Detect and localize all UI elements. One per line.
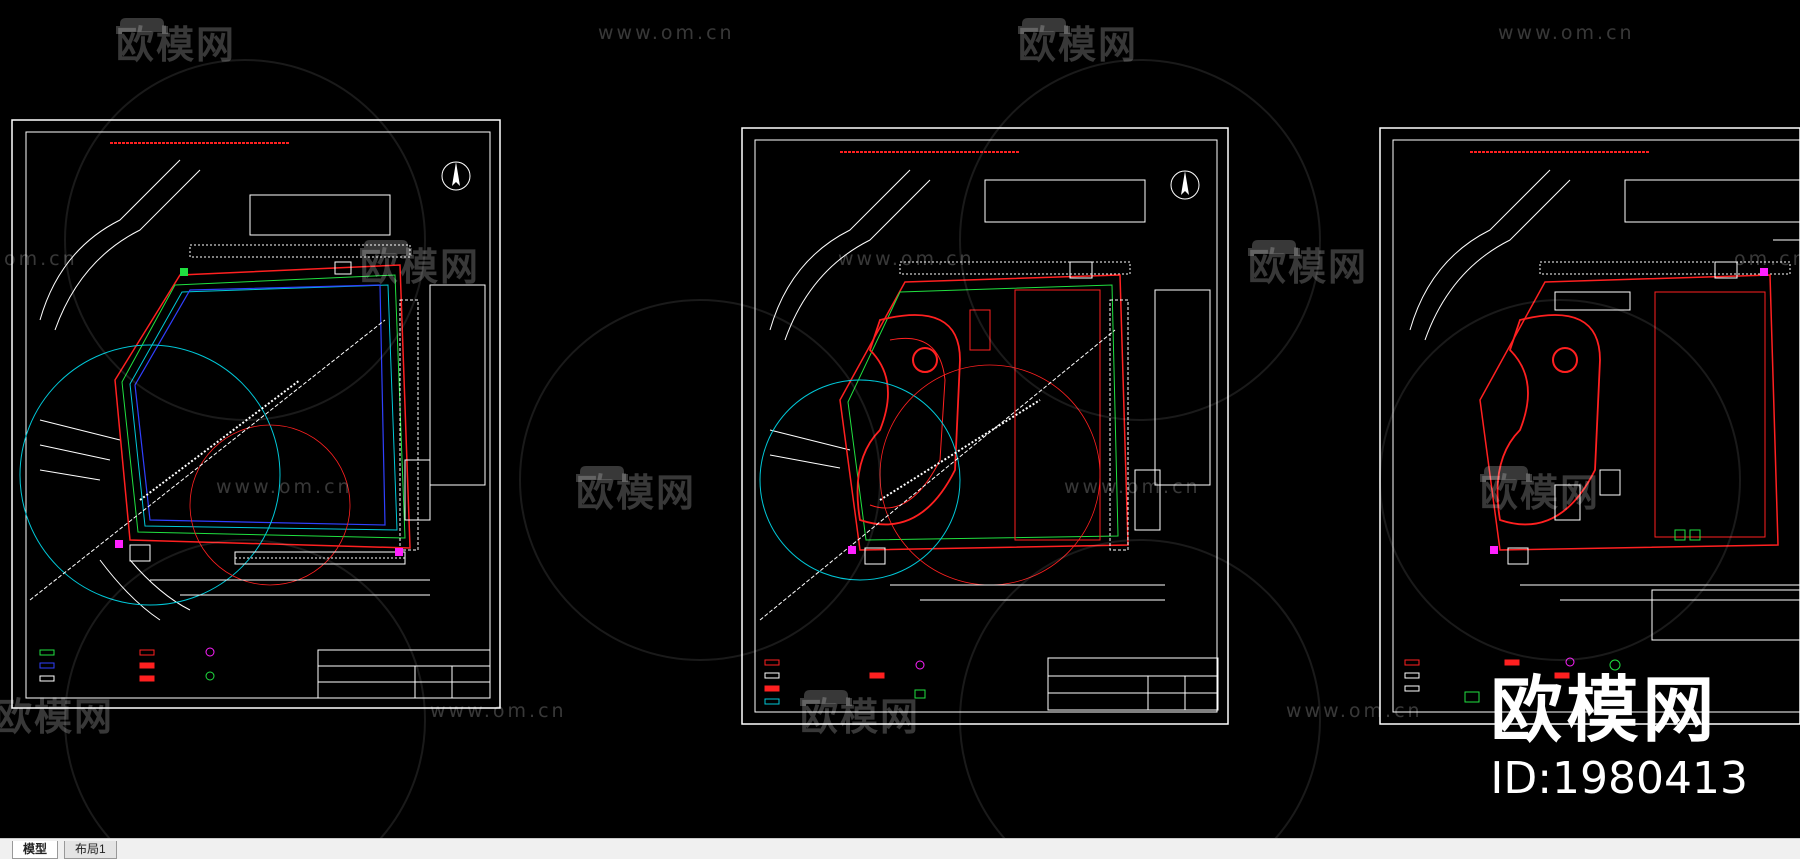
- sofa-logo-icon: [1018, 18, 1070, 34]
- brand-name: 欧模网: [1490, 668, 1719, 752]
- watermark-url: www.om.cn: [598, 22, 735, 44]
- watermark-brand: 欧模网: [1248, 236, 1368, 291]
- watermark-brand: 欧模网: [1018, 14, 1138, 69]
- watermark-url: www.om.cn: [1286, 700, 1423, 722]
- brand-id-block: 欧模网 ID:1980413: [1490, 672, 1748, 806]
- tab-model[interactable]: 模型: [12, 841, 59, 859]
- watermark-circles: [64, 59, 1741, 838]
- watermark-url: om.cn: [1734, 248, 1800, 270]
- sofa-logo-icon: [1480, 466, 1532, 482]
- watermark-brand: 欧模网: [576, 462, 696, 517]
- watermark-url: www.om.cn: [1064, 476, 1201, 498]
- sofa-logo-icon: [360, 240, 412, 256]
- watermark-brand: 欧模网: [800, 686, 920, 741]
- watermark-brand-partial: 欧模网: [0, 695, 115, 739]
- watermark-url: om.cn: [4, 248, 78, 270]
- sheet-1-title-mark: [110, 137, 290, 147]
- layout-tab-bar: 模型 布局1: [0, 838, 1800, 859]
- watermark-url: www.om.cn: [216, 476, 353, 498]
- sofa-logo-icon: [116, 18, 168, 34]
- asset-id: ID:1980413: [1490, 753, 1748, 804]
- watermark-url: www.om.cn: [838, 248, 975, 270]
- sheet-2: [741, 127, 1229, 725]
- watermark-brand: 欧模网: [360, 236, 480, 291]
- cad-model-space[interactable]: 欧模网 www.om.cn 欧模网 www.om.cn om.cn 欧模网 ww…: [0, 0, 1800, 838]
- watermark-brand: 欧模网: [116, 14, 236, 69]
- sheet-1: [11, 119, 501, 709]
- watermark-url: www.om.cn: [1498, 22, 1635, 44]
- drawing-sheets: [11, 59, 1800, 838]
- tab-layout1[interactable]: 布局1: [64, 841, 117, 859]
- sofa-logo-icon: [800, 690, 852, 706]
- sofa-logo-icon: [576, 466, 628, 482]
- sheet-3: [1379, 127, 1800, 725]
- watermark-url: www.om.cn: [430, 700, 567, 722]
- sofa-logo-icon: [1248, 240, 1300, 256]
- watermark-brand: 欧模网: [1480, 462, 1600, 517]
